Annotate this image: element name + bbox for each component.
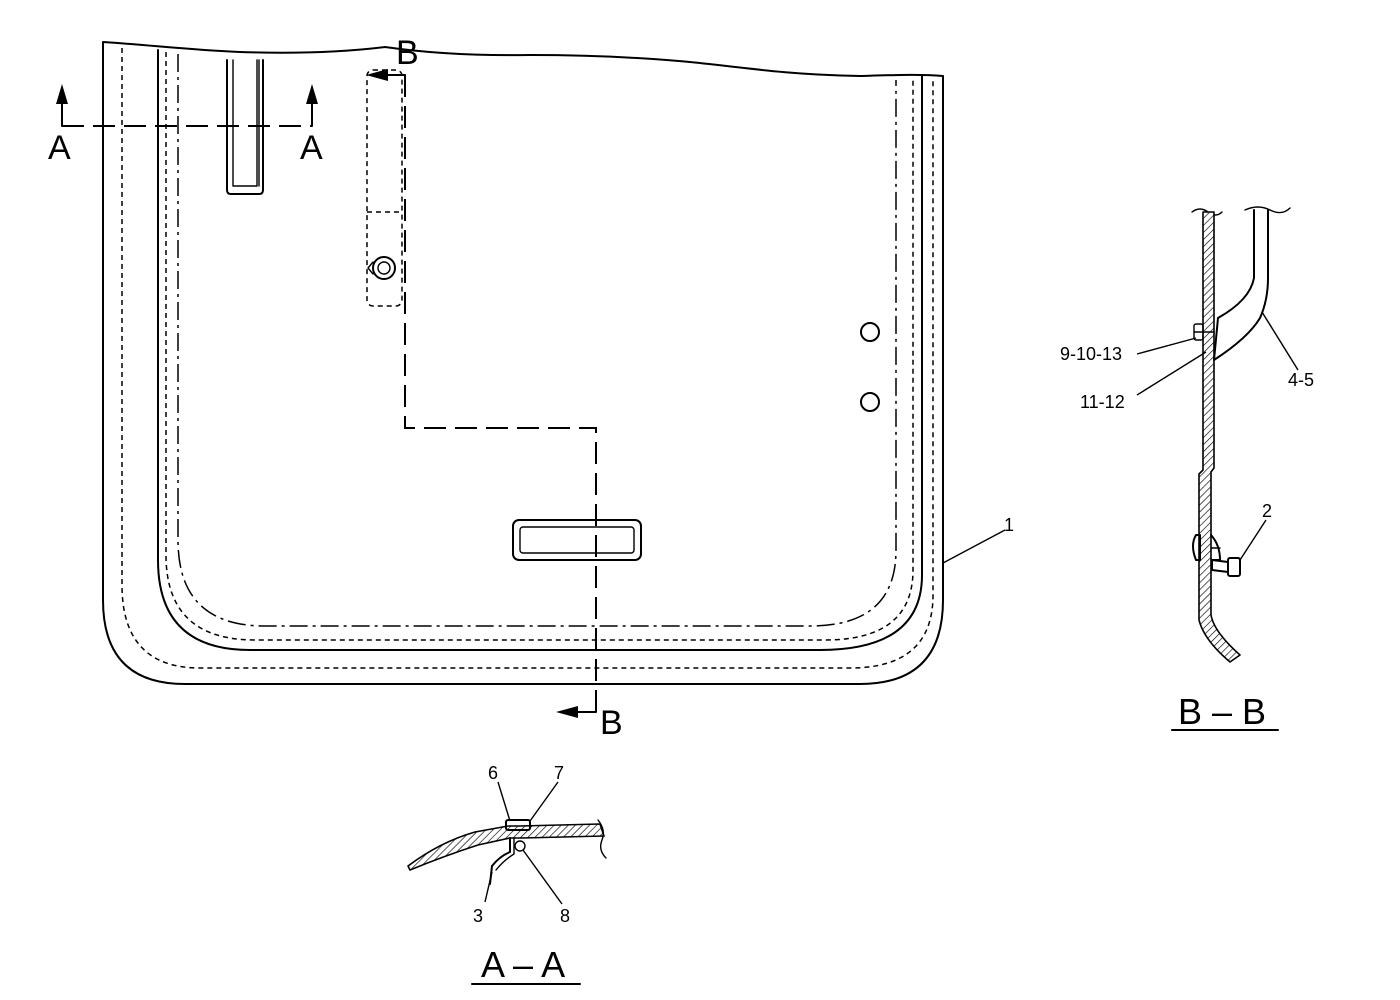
panel-hidden-edge-outer [121, 48, 934, 669]
leader-4-5 [1261, 311, 1299, 371]
a-a-bracket [489, 837, 511, 885]
section-line-b-b [366, 69, 597, 718]
section-b-b-view [1136, 206, 1299, 663]
callout-1: 1 [1004, 515, 1014, 535]
callout-9-10-13: 9-10-13 [1060, 344, 1122, 364]
leader-6 [497, 781, 511, 822]
leader-2 [1239, 519, 1267, 561]
panel-hidden-strap [366, 69, 403, 307]
leader-3 [484, 871, 493, 903]
leader-1 [942, 529, 1006, 564]
leader-9-10-13 [1136, 337, 1197, 355]
b-b-trim-profile [1213, 209, 1269, 361]
leader-11-12 [1136, 351, 1207, 396]
panel-outer-outline [102, 41, 944, 685]
callout-11-12: 11-12 [1080, 392, 1125, 412]
callout-6: 6 [488, 763, 498, 783]
a-a-clip-block [505, 819, 531, 831]
callout-2: 2 [1262, 501, 1272, 521]
a-a-fastener [514, 840, 526, 852]
panel-main-view [102, 41, 1006, 685]
section-a-a-view [407, 781, 607, 905]
callout-3: 3 [473, 906, 483, 926]
b-b-upper-fastener [1193, 323, 1215, 341]
section-marker-b-bottom: B [600, 704, 623, 742]
panel-hole-upper [860, 322, 880, 342]
b-b-lower-clip [1192, 534, 1241, 577]
callout-8: 8 [560, 906, 570, 926]
section-marker-b-top: B [396, 34, 419, 72]
section-line-a-a [56, 84, 318, 127]
panel-hole-lower [860, 392, 880, 412]
callout-4-5: 4-5 [1288, 370, 1314, 390]
panel-rect-opening [512, 519, 642, 561]
panel-slot [226, 59, 264, 195]
leader-8 [522, 849, 563, 905]
panel-seal-contour [177, 54, 897, 627]
panel-hidden-edge-inner [165, 52, 914, 641]
panel-fastener [367, 256, 396, 280]
callout-7: 7 [554, 763, 564, 783]
b-b-wall-section [1198, 211, 1241, 663]
section-title-b-b: B – B [1178, 691, 1266, 732]
a-a-skin-section [407, 823, 605, 871]
leader-7 [529, 781, 559, 822]
section-marker-a-left: A [48, 129, 71, 167]
section-title-a-a: A – A [481, 944, 565, 985]
section-marker-a-right: A [300, 129, 323, 167]
panel-flange-line [157, 49, 923, 651]
